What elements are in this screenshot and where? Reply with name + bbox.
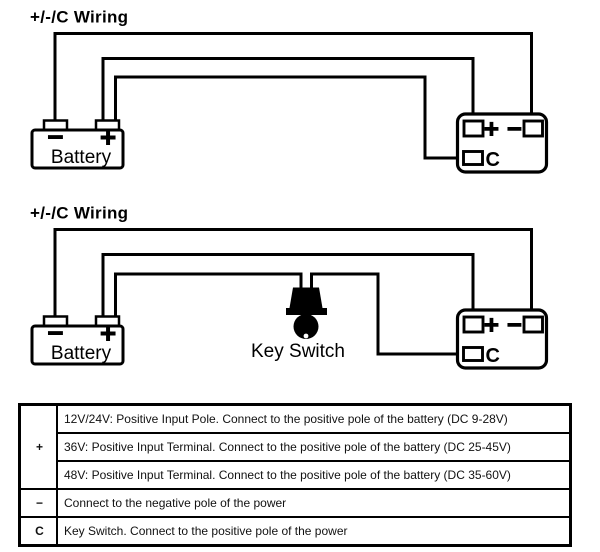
- controller-minus-terminal: [522, 119, 544, 138]
- table-row: C Key Switch. Connect to the positive po…: [18, 516, 572, 547]
- diagram-title: +/-/C Wiring: [30, 8, 128, 27]
- positive-wire: [101, 253, 475, 327]
- spec-key-switch: Key Switch. Connect to the positive pole…: [56, 516, 572, 547]
- terminal-spec-table: + 12V/24V: Positive Input Pole. Connect …: [18, 403, 572, 547]
- controller-minus-terminal: [522, 315, 544, 334]
- battery-minus-symbol: −: [47, 122, 63, 153]
- negative-wire: [53, 228, 533, 327]
- c-wire: [114, 75, 466, 160]
- spec-36v: 36V: Positive Input Terminal. Connect to…: [56, 432, 572, 462]
- table-row: 36V: Positive Input Terminal. Connect to…: [20, 432, 572, 462]
- battery-body: [30, 324, 125, 366]
- controller-c-symbol: C: [486, 149, 500, 171]
- wiring-diagram-direct: +/-/C Wiring − + Battery + − C: [30, 8, 549, 174]
- positive-wire: [101, 57, 475, 131]
- controller: + − C: [455, 112, 549, 174]
- battery-label: Battery: [51, 343, 112, 364]
- terminal-c-cell: C: [18, 516, 58, 547]
- key-switch-body: [289, 287, 323, 308]
- table-row: − Connect to the negative pole of the po…: [18, 488, 572, 518]
- battery-plus-symbol: +: [100, 318, 116, 349]
- c-wire-controller-side: [310, 272, 466, 356]
- negative-wire: [53, 32, 533, 131]
- battery-body: [30, 128, 125, 170]
- terminal-minus-cell: −: [18, 488, 58, 518]
- spec-negative: Connect to the negative pole of the powe…: [56, 488, 572, 518]
- controller-plus-symbol: +: [484, 114, 499, 144]
- table-row: 48V: Positive Input Terminal. Connect to…: [20, 460, 572, 490]
- diagram-title: +/-/C Wiring: [30, 204, 128, 223]
- battery-minus-symbol: −: [47, 318, 63, 349]
- controller-plus-terminal: [462, 315, 485, 334]
- terminal-plus-cell: +: [18, 403, 58, 490]
- table-row: + 12V/24V: Positive Input Pole. Connect …: [18, 403, 572, 490]
- key-head: [293, 314, 319, 339]
- controller-minus-symbol: −: [507, 310, 522, 340]
- c-wire-battery-side: [114, 272, 303, 327]
- spec-48v: 48V: Positive Input Terminal. Connect to…: [56, 460, 572, 490]
- wiring-diagram-key-switch: +/-/C Wiring Key Switch − + Battery + − …: [30, 204, 549, 370]
- controller-plus-terminal: [462, 119, 485, 138]
- battery: − + Battery: [30, 119, 125, 170]
- controller-c-terminal: [462, 150, 484, 166]
- controller-plus-symbol: +: [484, 310, 499, 340]
- controller-c-symbol: C: [486, 345, 500, 367]
- controller: + − C: [455, 308, 549, 370]
- key-switch-label: Key Switch: [251, 341, 345, 362]
- battery-plus-symbol: +: [100, 122, 116, 153]
- controller-minus-symbol: −: [507, 114, 522, 144]
- battery-label: Battery: [51, 147, 112, 168]
- battery: − + Battery: [30, 315, 125, 366]
- key-hole: [303, 333, 309, 339]
- spec-12v24v: 12V/24V: Positive Input Pole. Connect to…: [56, 403, 572, 434]
- key-switch: Key Switch: [251, 287, 345, 362]
- key-switch-flange: [286, 308, 327, 315]
- controller-c-terminal: [462, 346, 484, 362]
